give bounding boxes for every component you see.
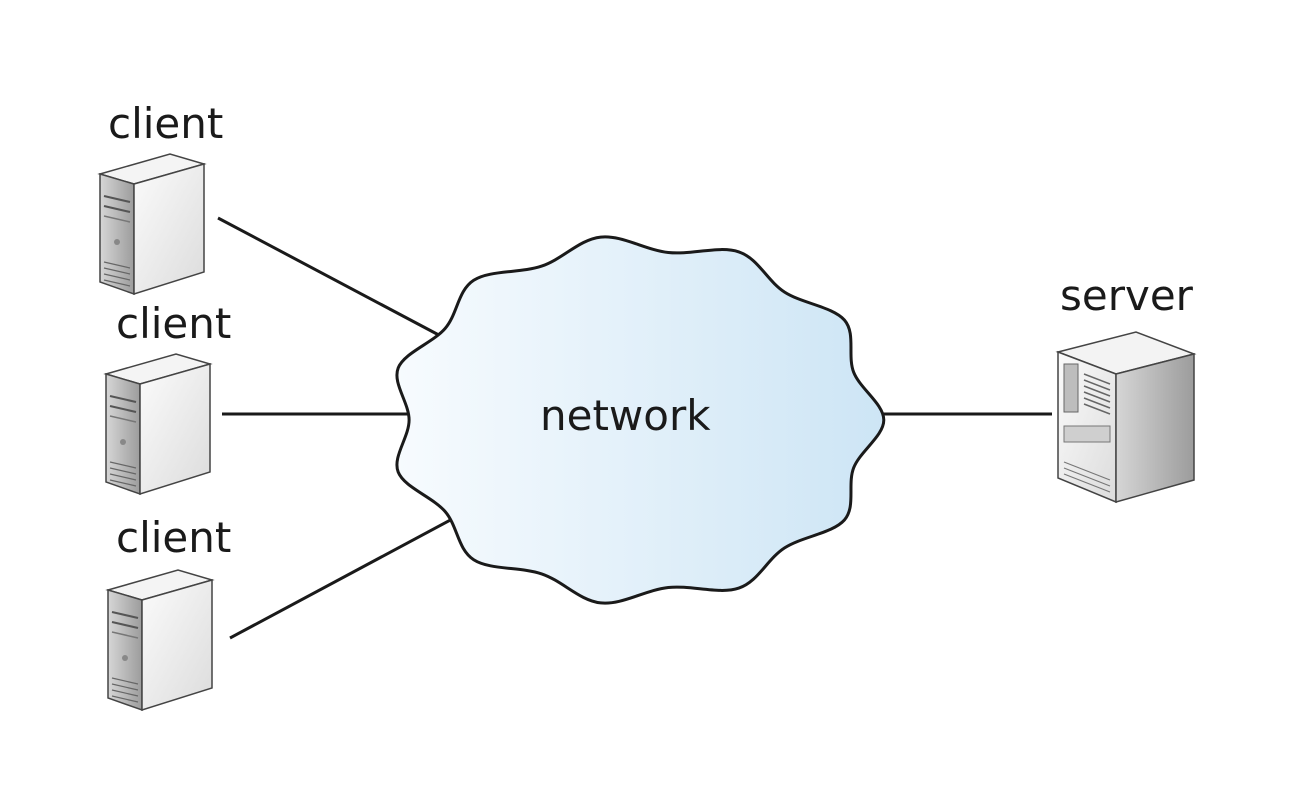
- server: server: [1057, 271, 1195, 503]
- client-1-label: client: [108, 99, 223, 148]
- client-3-label: client: [116, 513, 231, 562]
- client-3-link: [229, 500, 485, 640]
- network-cloud-icon: [395, 235, 886, 605]
- client-2: client: [105, 299, 231, 495]
- desktop-tower-icon: [99, 153, 205, 295]
- server-rack-icon: [1057, 331, 1195, 503]
- desktop-tower-icon: [107, 569, 213, 711]
- server-label: server: [1060, 271, 1194, 320]
- client-2-label: client: [116, 299, 231, 348]
- client-3: client: [107, 513, 231, 711]
- desktop-tower-icon: [105, 353, 211, 495]
- client-1: client: [99, 99, 223, 295]
- network-label: network: [540, 391, 711, 440]
